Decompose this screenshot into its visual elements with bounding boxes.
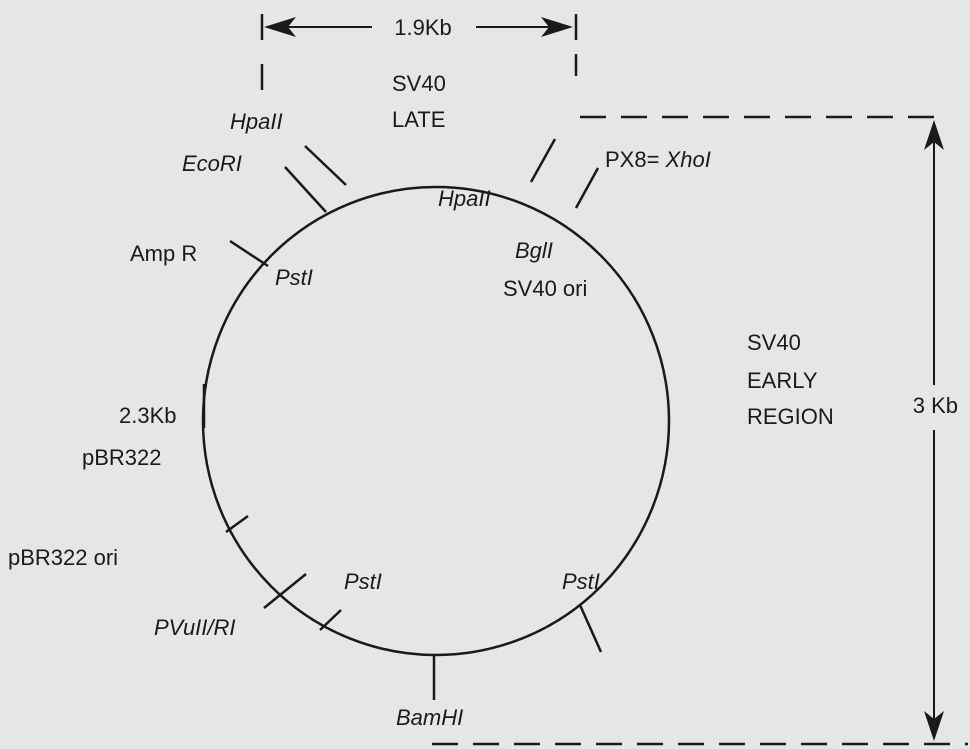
hpaII-left-label: HpaII: [230, 109, 283, 134]
site-tick-ecoRI: [284, 166, 327, 213]
px8-xhoI-label: PX8= XhoI: [605, 147, 711, 172]
down-arrowhead-icon: [924, 711, 944, 741]
pbr322-ori-label: pBR322 ori: [8, 545, 118, 570]
pstI-top-label: PstI: [275, 265, 313, 290]
2.3kb-label: 2.3Kb: [119, 403, 177, 428]
top-span-label: 1.9Kb: [394, 15, 452, 40]
sv40-early-label-line1: SV40: [747, 330, 801, 355]
bglI-label: BglI: [515, 238, 553, 263]
px8-prefix: PX8=: [605, 147, 666, 172]
site-tick-pbr322-ori: [225, 514, 249, 534]
pbr322-label: pBR322: [82, 445, 162, 470]
right-span-label: 3 Kb: [913, 393, 958, 418]
site-tick-pvuII-RI: [263, 573, 307, 609]
ecoRI-label: EcoRI: [182, 151, 242, 176]
top-span-dimension: 1.9Kb: [260, 14, 578, 40]
up-arrowhead-icon: [924, 120, 944, 150]
left-arrowhead-icon: [264, 17, 296, 37]
pvuII-RI-label: PVuII/RI: [154, 615, 236, 640]
site-tick-hpaII-left: [304, 145, 347, 186]
site-tick-ampR-pstI: [229, 239, 269, 268]
hpaII-right-label: HpaII: [438, 186, 491, 211]
sv40-late-label-line1: SV40: [392, 71, 446, 96]
site-tick-pstI-right: [578, 604, 603, 653]
site-tick-pstI-left: [319, 609, 342, 631]
pstI-right-label: PstI: [562, 569, 600, 594]
site-tick-xhoI: [574, 167, 600, 209]
pstI-left-label: PstI: [344, 569, 382, 594]
bamHI-label: BamHI: [396, 705, 463, 730]
xhoI-label: XhoI: [665, 147, 711, 172]
sv40-early-label-line3: REGION: [747, 404, 834, 429]
sv40-early-label-line2: EARLY: [747, 368, 818, 393]
right-arrowhead-icon: [541, 17, 573, 37]
sv40-late-label-line2: LATE: [392, 107, 445, 132]
sv40-ori-label: SV40 ori: [503, 276, 587, 301]
ampR-label: Amp R: [130, 241, 197, 266]
site-tick-hpaII-right: [529, 138, 557, 183]
right-span-dimension: 3 Kb: [432, 115, 968, 746]
